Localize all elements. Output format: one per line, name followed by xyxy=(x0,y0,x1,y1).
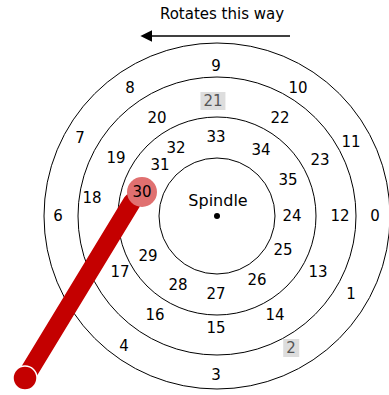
track-number: 28 xyxy=(168,277,187,293)
tone-arm xyxy=(25,202,132,378)
track-number: 9 xyxy=(211,58,221,74)
track-number: 20 xyxy=(147,110,166,126)
track-number: 19 xyxy=(106,150,125,166)
track-number: 13 xyxy=(308,264,327,280)
track-number: 25 xyxy=(273,242,292,258)
spindle-dot xyxy=(214,213,220,219)
track-number: 3 xyxy=(211,367,221,383)
track-number: 6 xyxy=(53,208,63,224)
track-number: 33 xyxy=(206,129,225,145)
track-number: 34 xyxy=(251,142,270,158)
track-number: 30 xyxy=(132,184,151,200)
label-area xyxy=(159,158,275,274)
track-number: 4 xyxy=(119,338,129,354)
track-number: 15 xyxy=(206,320,225,336)
track-number: 7 xyxy=(75,130,85,146)
track-number: 2 xyxy=(283,339,299,357)
arm-pivot xyxy=(13,366,37,390)
track-number: 26 xyxy=(247,272,266,288)
track-number: 29 xyxy=(138,248,157,264)
track-number: 23 xyxy=(310,152,329,168)
track-number: 22 xyxy=(270,110,289,126)
track-number: 17 xyxy=(110,264,129,280)
spindle-label: Spindle xyxy=(188,193,247,209)
track-number: 24 xyxy=(282,208,301,224)
track-number: 32 xyxy=(166,140,185,156)
track-number: 0 xyxy=(370,208,380,224)
inner-groove xyxy=(118,117,316,315)
track-number: 11 xyxy=(341,134,360,150)
track-number: 31 xyxy=(150,157,169,173)
track-number: 27 xyxy=(206,286,225,302)
track-number: 1 xyxy=(346,286,356,302)
track-number: 12 xyxy=(330,208,349,224)
track-number: 10 xyxy=(288,80,307,96)
track-number: 18 xyxy=(82,190,101,206)
track-number: 14 xyxy=(265,307,284,323)
track-number: 8 xyxy=(125,80,135,96)
direction-label: Rotates this way xyxy=(160,6,284,22)
track-number: 35 xyxy=(278,172,297,188)
rotation-arrow xyxy=(150,35,290,37)
track-number: 21 xyxy=(200,92,225,110)
track-number: 16 xyxy=(145,307,164,323)
outer-groove xyxy=(44,43,389,389)
stylus xyxy=(127,177,157,207)
